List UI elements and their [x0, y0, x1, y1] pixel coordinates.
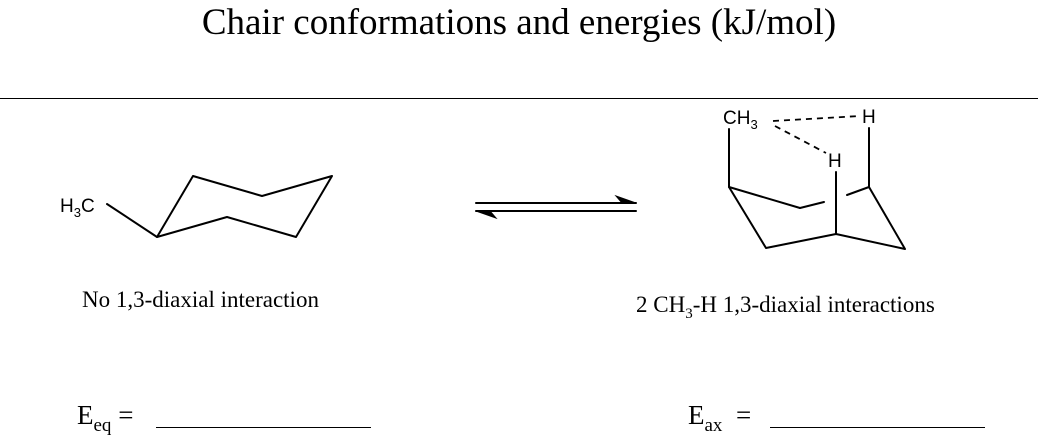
axial-energy-symbol: E [688, 400, 705, 430]
equatorial-energy-blank[interactable] [156, 427, 371, 428]
equatorial-energy-label: Eeq = [77, 400, 134, 436]
equatorial-caption: No 1,3-diaxial interaction [82, 287, 319, 312]
divider [0, 98, 1038, 99]
equatorial-chair-ring [156, 175, 333, 238]
axial-h-label-top: H [862, 107, 876, 128]
page-title: Chair conformations and energies (kJ/mol… [201, 2, 837, 43]
axial-caption-suffix: -H 1,3-diaxial interactions [692, 292, 935, 317]
axial-energy-equals: = [735, 400, 752, 430]
axial-caption: 2 CH3-H 1,3-diaxial interactions [636, 291, 935, 322]
axial-energy-subscript: ax [704, 415, 723, 436]
axial-energy-blank[interactable] [770, 427, 985, 428]
diaxial-interaction-inner [774, 125, 827, 154]
equatorial-methyl-bond [106, 203, 158, 238]
axial-caption-subscript: 3 [685, 306, 693, 322]
axial-chair-ring [728, 186, 906, 250]
axial-caption-prefix: 2 CH [636, 292, 686, 317]
axial-h-label-inner: H [828, 151, 842, 172]
axial-methyl-label: CH3 [723, 108, 758, 132]
equatorial-energy-subscript: eq [93, 415, 112, 436]
axial-energy-label: Eax = [688, 400, 752, 436]
diaxial-interaction-top [772, 115, 861, 122]
equatorial-energy-symbol: E [77, 400, 94, 430]
equatorial-energy-equals: = [118, 400, 134, 430]
